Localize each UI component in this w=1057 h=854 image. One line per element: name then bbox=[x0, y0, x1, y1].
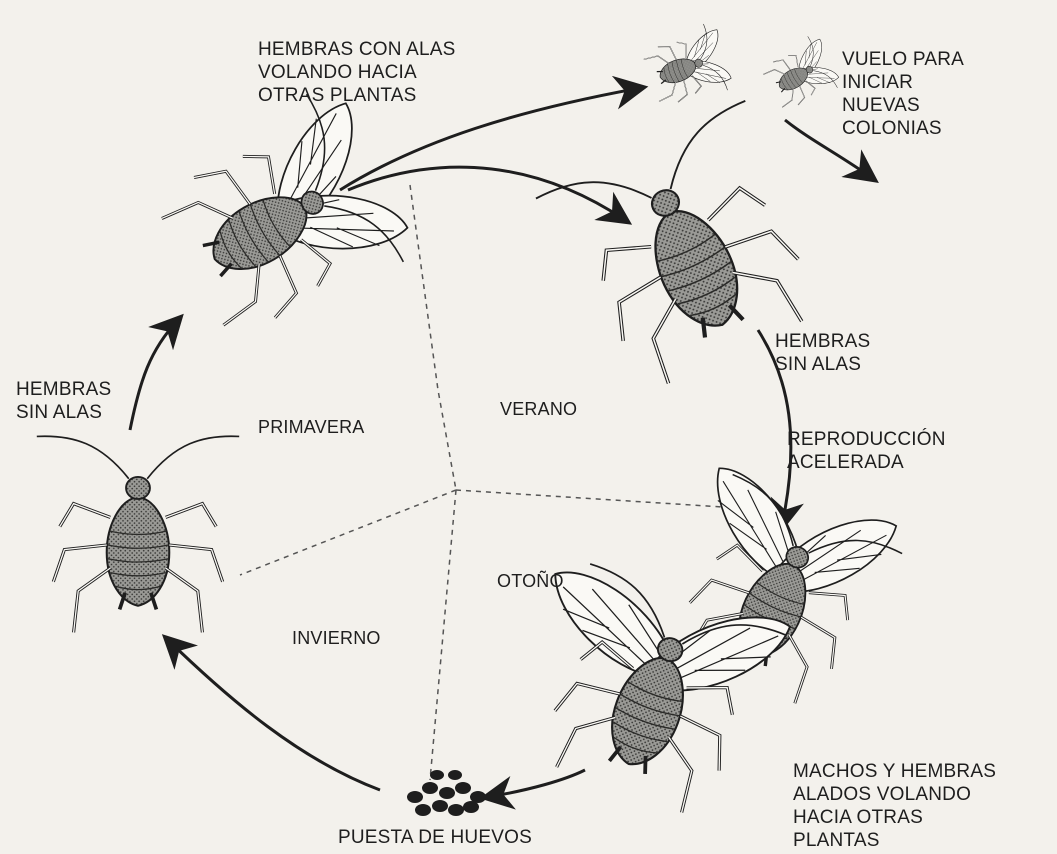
label-line: VUELO PARA bbox=[842, 48, 964, 71]
label-line: SIN ALAS bbox=[16, 401, 111, 424]
label-line: HEMBRAS bbox=[775, 330, 870, 353]
season-autumn: OTOÑO bbox=[497, 570, 564, 593]
label-line: OTRAS PLANTAS bbox=[258, 84, 455, 107]
arrow-to-spring bbox=[130, 320, 178, 430]
flying-aphid-2 bbox=[758, 30, 849, 117]
divider-autumn-winter bbox=[430, 490, 456, 780]
divider-spring-summer bbox=[410, 185, 456, 490]
arrow-to-winter bbox=[168, 640, 380, 790]
season-spring: PRIMAVERA bbox=[258, 416, 365, 439]
label-accelerated-reproduction: REPRODUCCIÓN ACELERADA bbox=[787, 428, 946, 474]
label-line: HEMBRAS CON ALAS bbox=[258, 38, 455, 61]
divider-winter-spring bbox=[240, 490, 456, 575]
arrow-to-eggs bbox=[488, 770, 585, 797]
label-line: MACHOS Y HEMBRAS bbox=[793, 760, 996, 783]
label-line: ACELERADA bbox=[787, 451, 946, 474]
season-summer: VERANO bbox=[500, 398, 577, 421]
label-line: HEMBRAS bbox=[16, 378, 111, 401]
label-line: ALADOS VOLANDO bbox=[793, 783, 996, 806]
label-line: REPRODUCCIÓN bbox=[787, 428, 946, 451]
label-line: SIN ALAS bbox=[775, 353, 870, 376]
label-new-colonies: VUELO PARA INICIAR NUEVAS COLONIAS bbox=[842, 48, 964, 140]
label-line: HACIA OTRAS bbox=[793, 806, 996, 829]
label-egg-laying: PUESTA DE HUEVOS bbox=[338, 826, 532, 849]
spring-winged-female bbox=[144, 72, 441, 355]
label-line: PLANTAS bbox=[793, 829, 996, 852]
label-line: PUESTA DE HUEVOS bbox=[338, 826, 532, 849]
season-winter: INVIERNO bbox=[292, 627, 381, 650]
winter-wingless-female bbox=[37, 436, 239, 632]
label-winged-females: HEMBRAS CON ALAS VOLANDO HACIA OTRAS PLA… bbox=[258, 38, 455, 107]
label-wingless-spring: HEMBRAS SIN ALAS bbox=[16, 378, 111, 424]
label-line: NUEVAS bbox=[842, 94, 964, 117]
egg-cluster bbox=[407, 770, 486, 816]
flying-aphid-1 bbox=[639, 19, 742, 114]
label-wingless-summer: HEMBRAS SIN ALAS bbox=[775, 330, 870, 376]
label-line: VOLANDO HACIA bbox=[258, 61, 455, 84]
label-winged-males-females: MACHOS Y HEMBRAS ALADOS VOLANDO HACIA OT… bbox=[793, 760, 996, 852]
label-line: INICIAR bbox=[842, 71, 964, 94]
label-line: COLONIAS bbox=[842, 117, 964, 140]
